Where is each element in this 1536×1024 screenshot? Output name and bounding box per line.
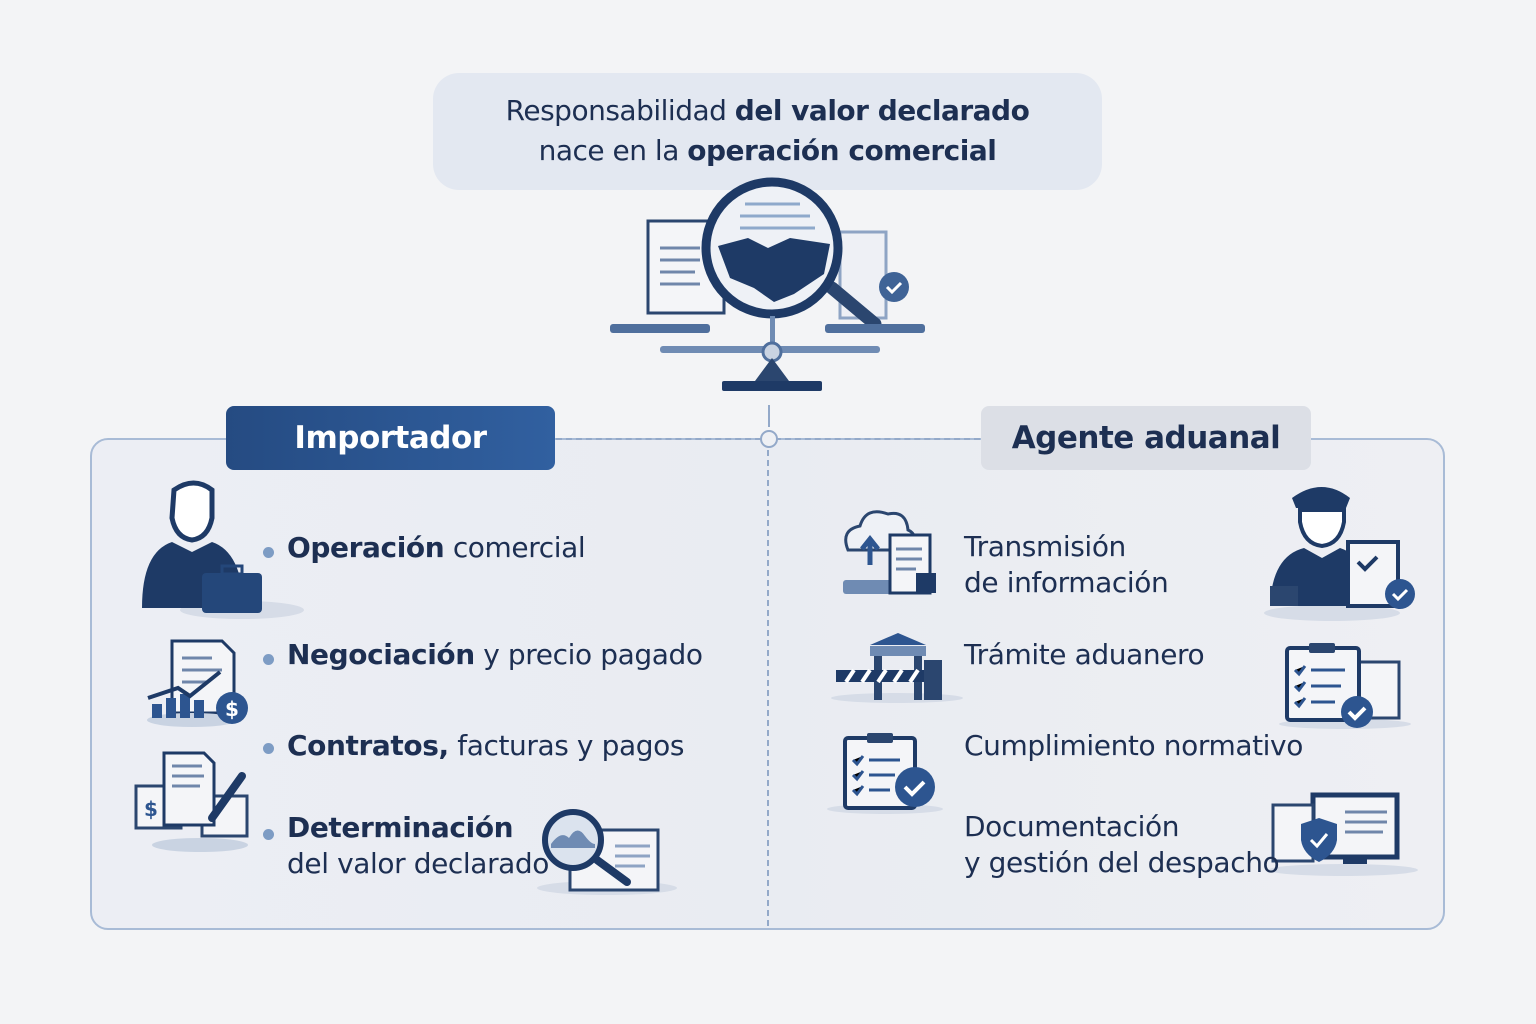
- monitor-shield-icon: [1268, 792, 1418, 876]
- magnifier-document-icon: [537, 809, 677, 895]
- contract-signing-icon: $: [134, 751, 249, 852]
- importador-item-negociacion: Negociación y precio pagado: [287, 638, 703, 671]
- bullet: [263, 829, 274, 840]
- importador-item-contratos: Contratos, facturas y pagos: [287, 729, 685, 762]
- connector-line: [768, 405, 770, 427]
- cloud-upload-documents-icon: [843, 510, 936, 595]
- importador-item-operacion: Operación comercial: [287, 531, 586, 564]
- scale-handshake-magnifier-icon: [610, 177, 925, 391]
- divider-dashed-vertical: [767, 450, 769, 926]
- bullet: [263, 654, 274, 665]
- bullet: [263, 743, 274, 754]
- title-line-2: nace en la operación comercial: [538, 134, 997, 167]
- agente-item-cumplimiento: Cumplimiento normativo: [964, 729, 1303, 762]
- svg-text:$: $: [225, 697, 239, 721]
- agente-item-tramite: Trámite aduanero: [964, 638, 1205, 671]
- importador-header: Importador: [226, 406, 555, 470]
- clipboard-documents-check-icon: [1279, 643, 1411, 729]
- customs-barrier-icon: [831, 633, 963, 703]
- agente-aduanal-header: Agente aduanal: [981, 406, 1311, 470]
- svg-text:$: $: [144, 797, 158, 821]
- title-line-1: Responsabilidad del valor declarado: [505, 94, 1030, 127]
- connector-node: [760, 430, 778, 448]
- bullet: [263, 547, 274, 558]
- customs-officer-icon: [1264, 487, 1415, 621]
- businessman-briefcase-icon: [142, 480, 304, 619]
- title-banner: Responsabilidad del valor declarado nace…: [433, 73, 1102, 190]
- checklist-clipboard-icon: [827, 733, 943, 814]
- document-chart-dollar-icon: $: [147, 639, 248, 727]
